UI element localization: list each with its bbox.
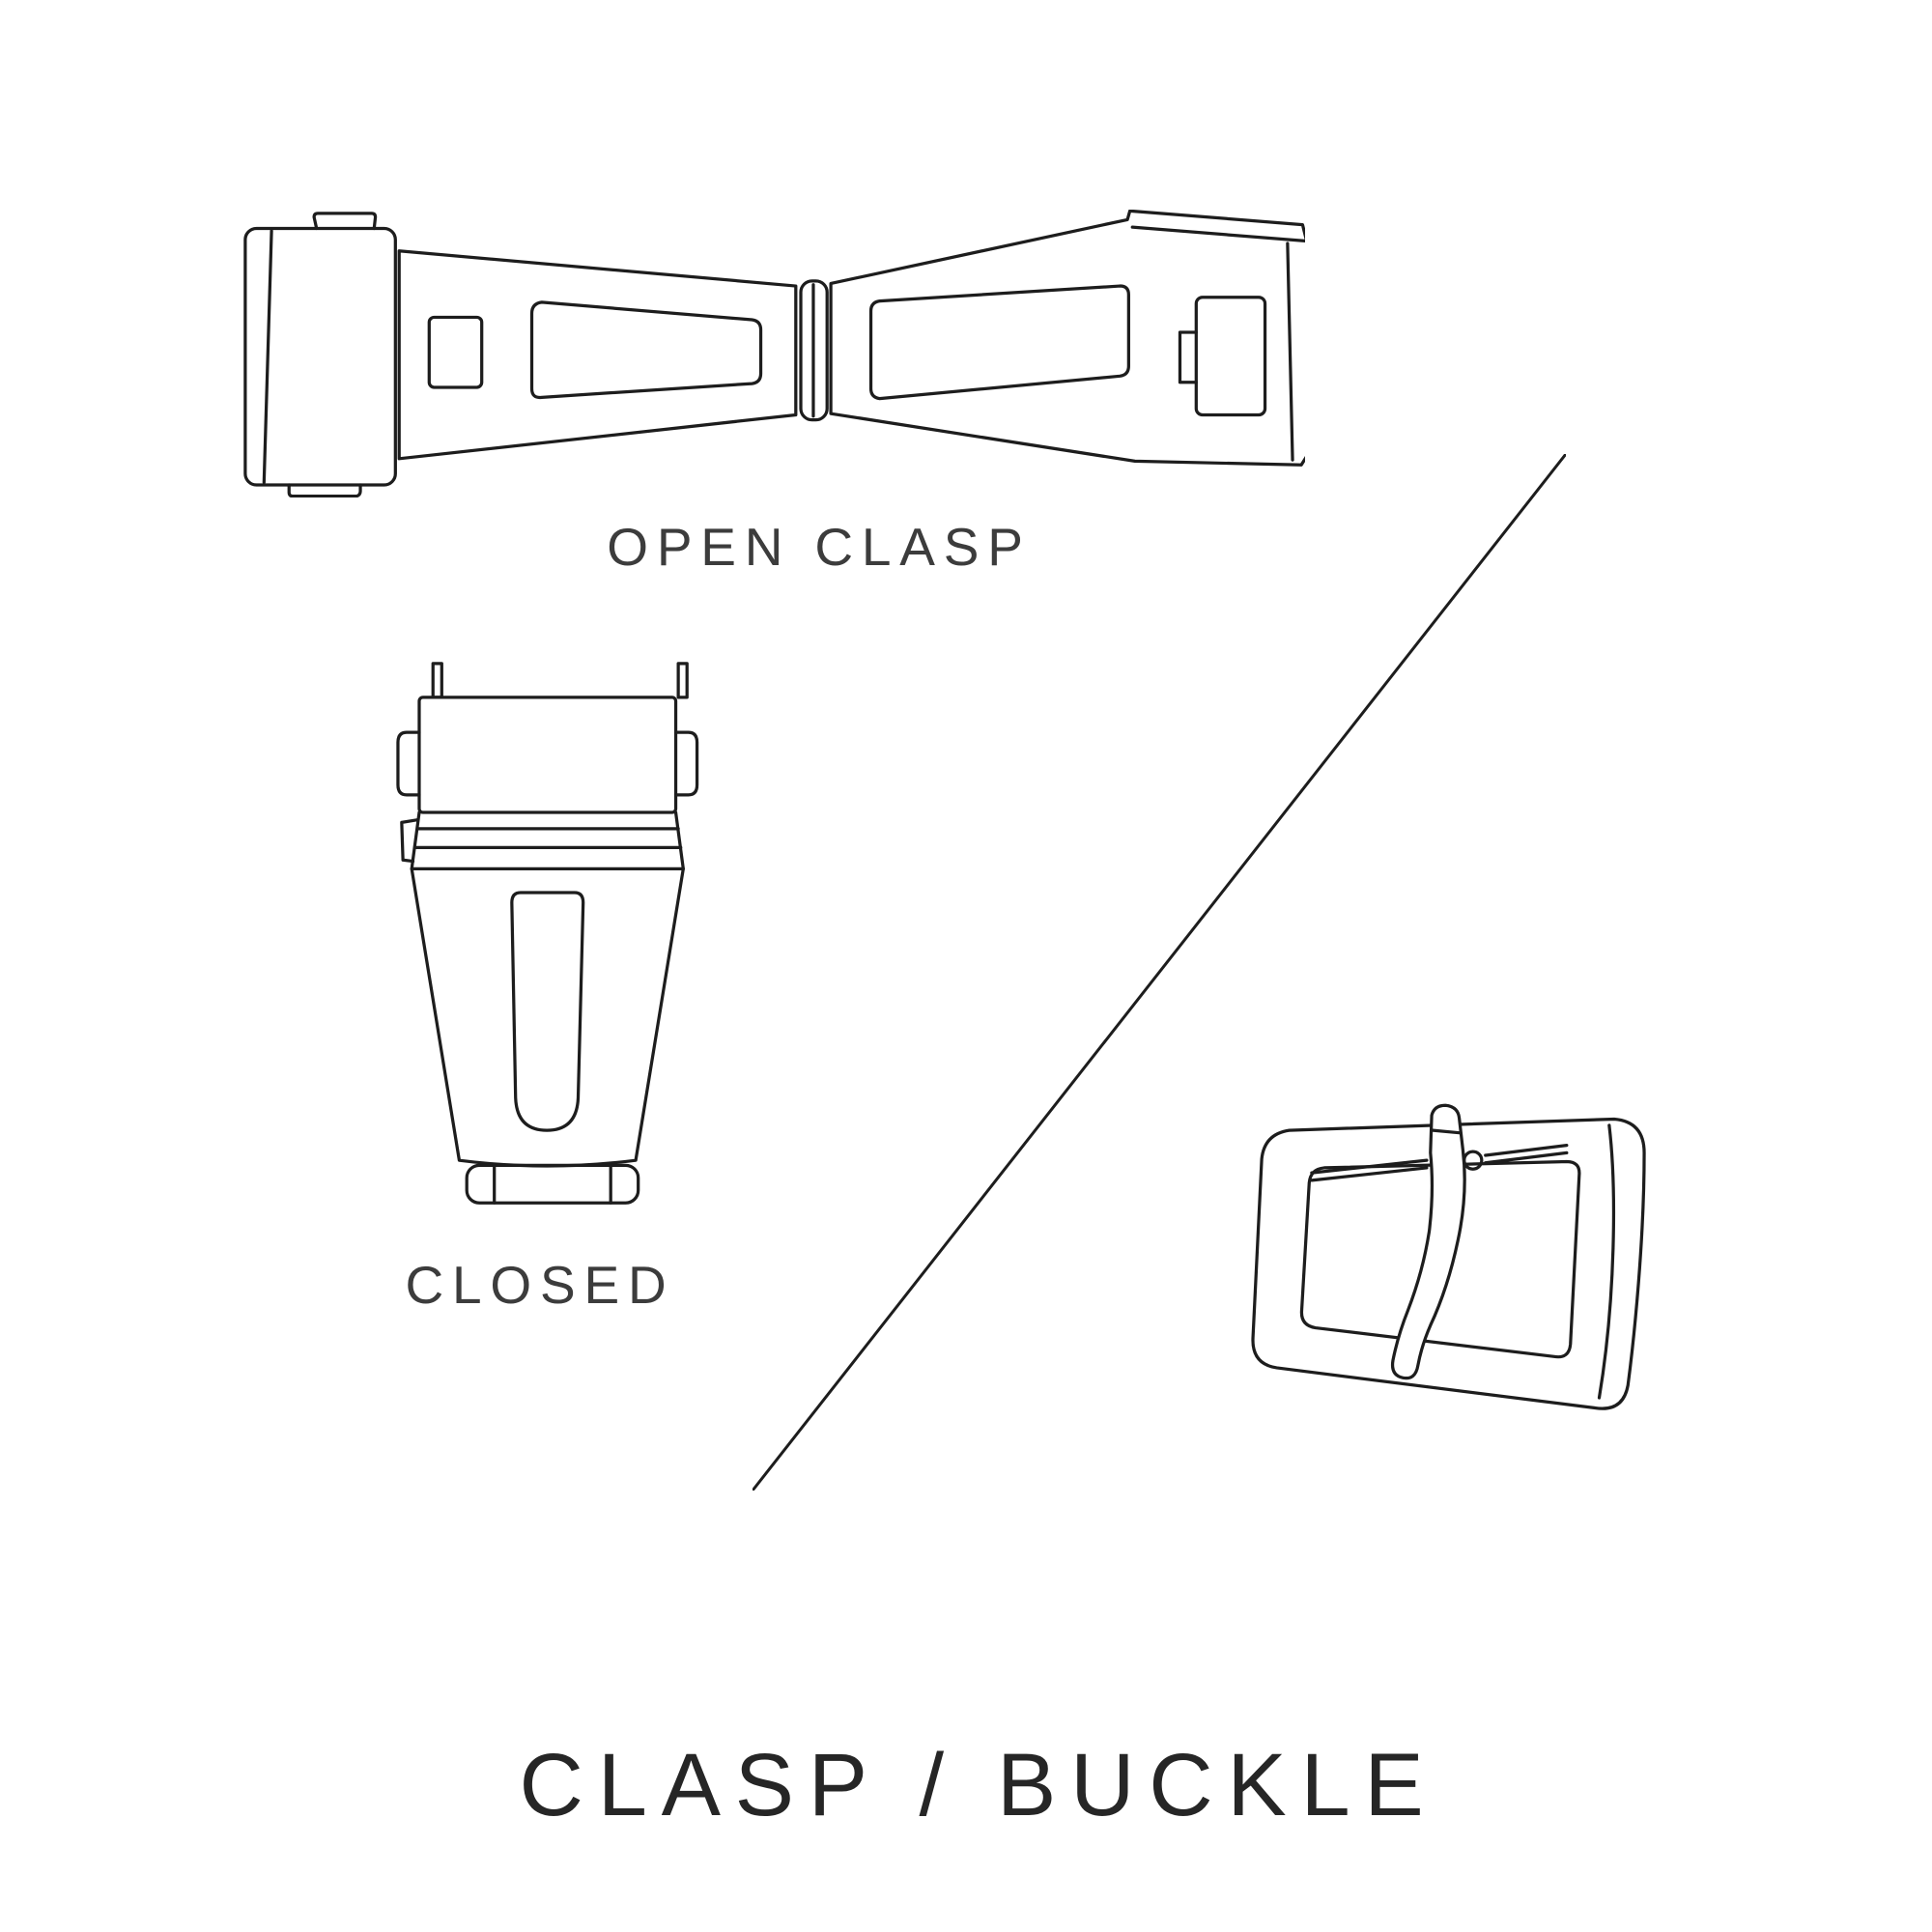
tang-buckle-icon — [1251, 1103, 1646, 1410]
closed-clasp-icon — [396, 662, 699, 1205]
closed-label: CLOSED — [405, 1255, 675, 1315]
diagram-title: CLASP / BUCKLE — [519, 1736, 1438, 1834]
diagonal-line-icon — [753, 454, 1566, 1491]
open-clasp-icon — [243, 210, 1305, 497]
diagonal-divider-line — [753, 454, 1566, 1491]
closed-clasp-illustration — [394, 660, 707, 1210]
open-clasp-illustration — [242, 210, 1305, 497]
open-clasp-label: OPEN CLASP — [607, 517, 1032, 577]
buckle-illustration — [1244, 1100, 1657, 1432]
